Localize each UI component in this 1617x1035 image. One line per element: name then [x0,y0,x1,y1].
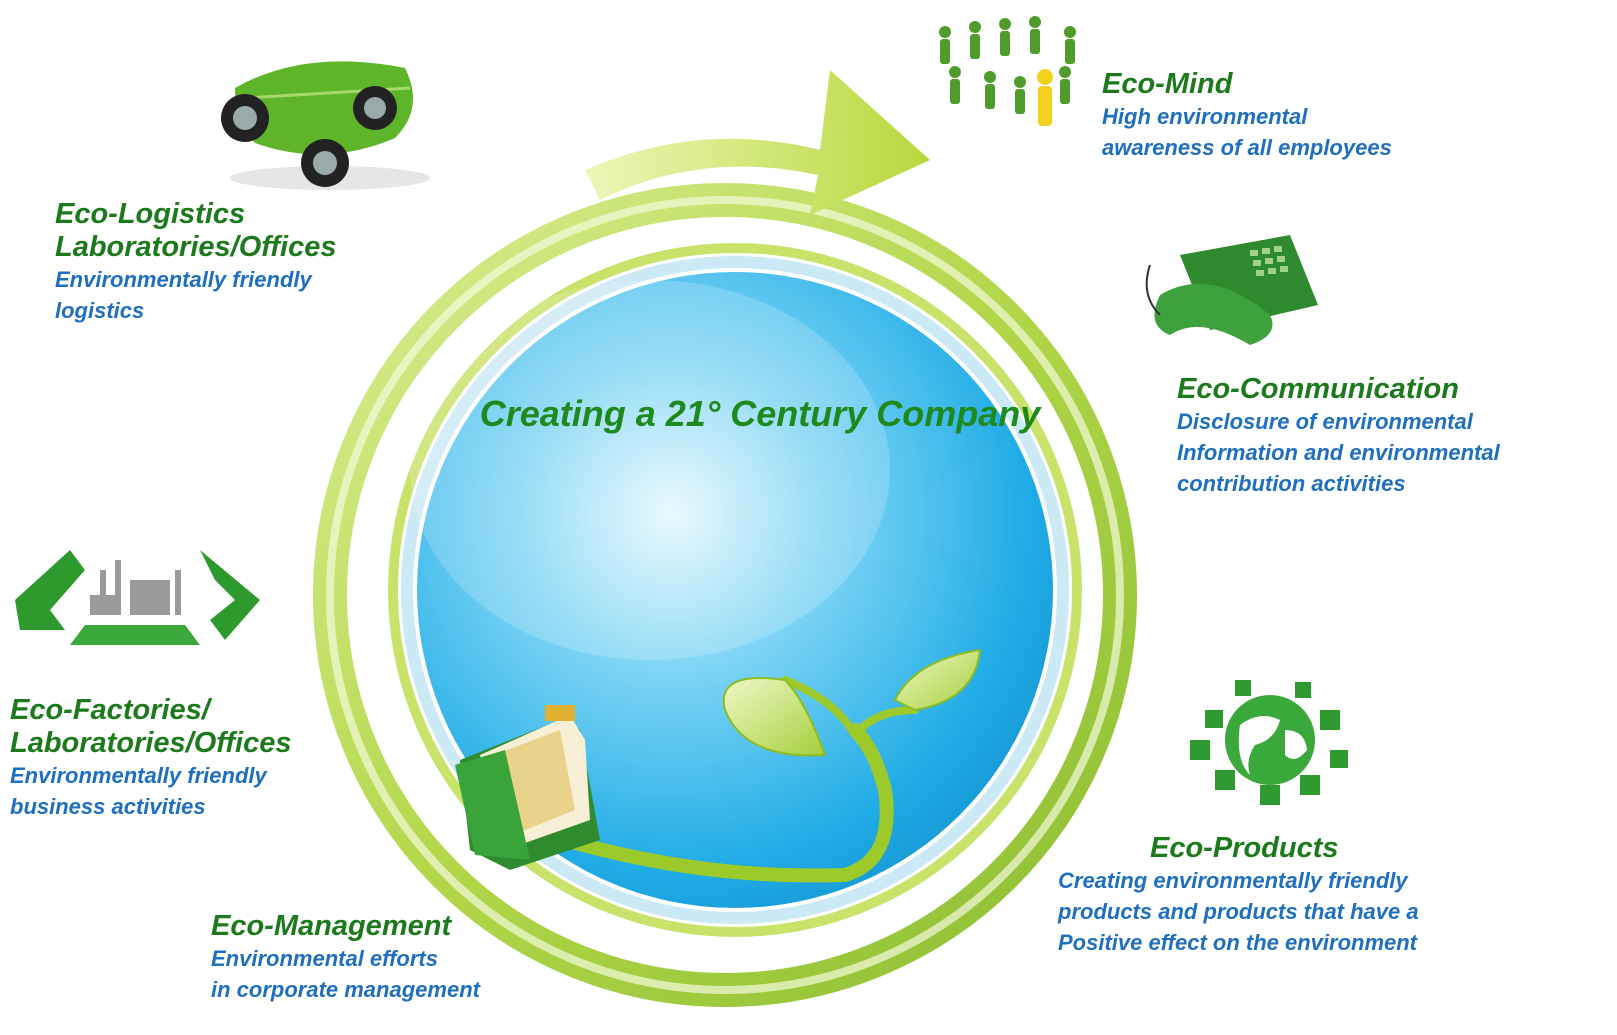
eco-factories-label: Eco-Factories/ Laboratories/Offices Envi… [10,694,292,822]
eco-logistics-title-line2: Laboratories/Offices [55,231,337,263]
recycle-factory-icon [15,550,260,645]
inner-ring [388,243,1082,937]
eco-mind-title: Eco-Mind [1102,68,1233,100]
eco-products-desc-line2: products and products that have a [1058,899,1419,924]
eco-communication-title: Eco-Communication [1177,373,1459,405]
globe-boxes-icon [1190,680,1348,805]
people-group-icon [939,16,1076,126]
cycle-arrow-head [585,70,930,215]
eco-mind-desc-line2: awareness of all employees [1102,135,1392,160]
eco-products-desc-line3: Positive effect on the environment [1058,930,1418,955]
eco-logistics-label: Eco-Logistics Laboratories/Offices Envir… [55,198,337,326]
eco-management-title: Eco-Management [211,910,452,942]
center-title: Creating a 21° Century Company [479,393,1041,434]
telephone-icon [1145,235,1318,345]
eco-communication-desc-line1: Disclosure of environmental [1177,409,1473,434]
eco-management-label: Eco-Management Environmental efforts in … [211,910,480,1005]
eco-factories-desc-line2: business activities [10,794,206,819]
eco-management-desc-line2: in corporate management [211,977,480,1002]
eco-communication-desc-line2: Information and environmental [1177,440,1500,465]
eco-products-title: Eco-Products [1150,832,1339,864]
eco-logistics-desc-line2: logistics [55,298,145,323]
eco-communication-desc-line3: contribution activities [1177,471,1406,496]
eco-products-desc-line1: Creating environmentally friendly [1058,868,1408,893]
eco-mind-desc-line1: High environmental [1102,104,1308,129]
eco-factories-title-line1: Eco-Factories/ [10,694,210,726]
sprout-icon [558,648,982,883]
eco-mind-label: Eco-Mind High environmental awareness of… [1102,68,1392,163]
eco-logistics-title-line1: Eco-Logistics [55,198,246,230]
eco-logistics-desc-line1: Environmentally friendly [55,267,312,292]
eco-products-label: Eco-Products Creating environmentally fr… [1058,832,1419,958]
eco-management-desc-line1: Environmental efforts [211,946,438,971]
eco-communication-label: Eco-Communication Disclosure of environm… [1177,373,1500,499]
eco-factories-title-line2: Laboratories/Offices [10,727,292,759]
leaf-car-icon [221,61,430,190]
folder-icon [455,705,600,870]
eco-factories-desc-line1: Environmentally friendly [10,763,267,788]
